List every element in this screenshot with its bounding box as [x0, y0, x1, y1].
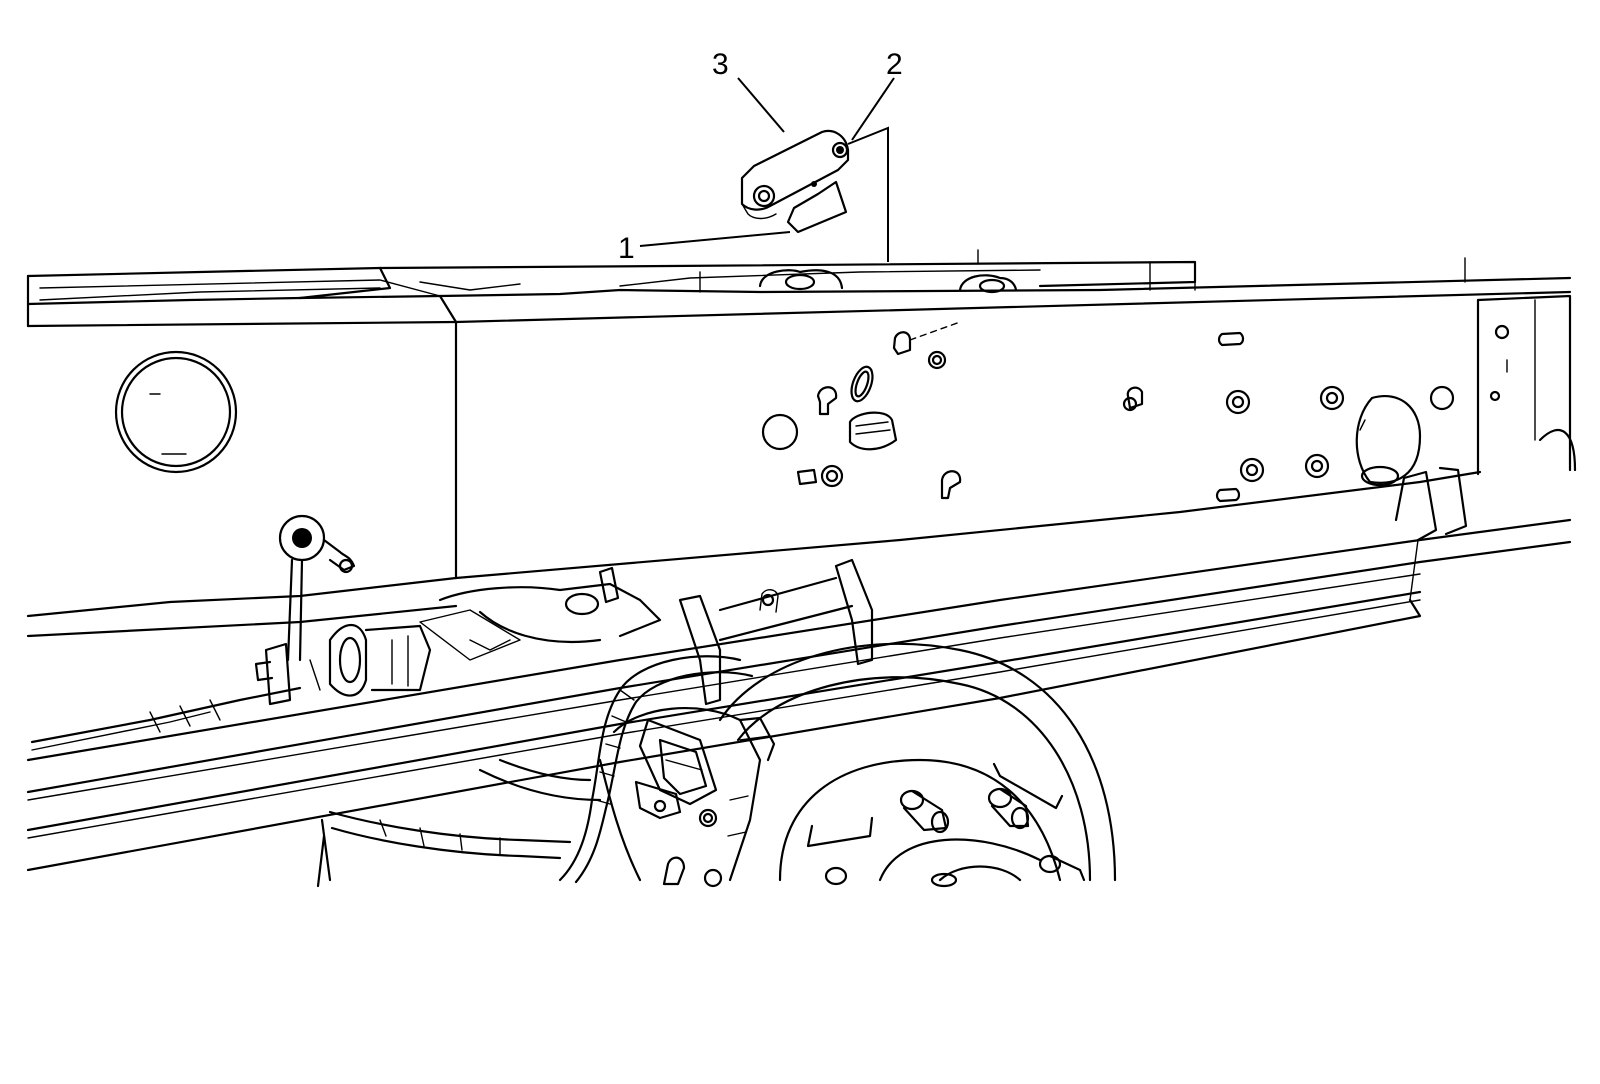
axle-housing [419, 566, 662, 802]
callout-1: 1 [618, 232, 635, 265]
brake-rotor [718, 642, 1117, 882]
leaf-spring [26, 465, 1572, 872]
u-bolts [678, 558, 874, 706]
frame-rail-top-flange [26, 249, 1572, 306]
callout-3: 3 [712, 48, 729, 81]
brake-caliper [598, 707, 776, 888]
wheel-hub [824, 787, 1086, 888]
wiring-harness [316, 655, 754, 888]
callout-leaders [639, 77, 895, 262]
frame-large-hole-left [114, 350, 238, 474]
brake-left-rear [254, 623, 432, 706]
callout-labels: 3 2 1 [618, 48, 903, 265]
mounting-bracket-part [740, 129, 850, 234]
frame-rail-web [26, 290, 1577, 638]
frame-bracket-left [278, 514, 356, 662]
callout-2: 2 [886, 48, 903, 81]
frame-fasteners [761, 321, 1455, 503]
